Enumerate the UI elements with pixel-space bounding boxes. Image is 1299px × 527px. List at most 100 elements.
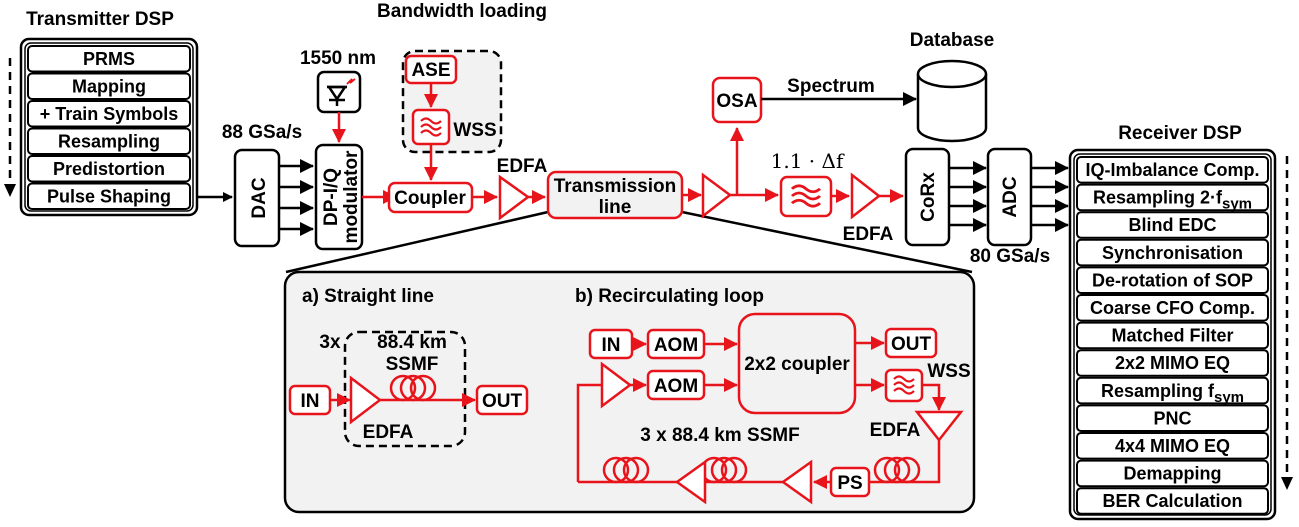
ase-label: ASE bbox=[411, 60, 450, 81]
corx-label: CoRx bbox=[918, 172, 939, 222]
rx-dsp-step-label: Blind EDC bbox=[1129, 215, 1217, 235]
tx-dsp-step-label: Pulse Shaping bbox=[47, 187, 171, 207]
filter-bandwidth-label: 1.1 · Δf bbox=[771, 149, 845, 173]
dp-iq-modulator: DP-I/Q modulator bbox=[314, 143, 364, 251]
osa-block: OSA bbox=[711, 76, 763, 124]
rx-dsp-step-label: 4x4 MIMO EQ bbox=[1115, 436, 1230, 456]
bandwidth-loading: Bandwidth loading ASE WSS bbox=[377, 1, 547, 154]
rx-dsp-step-label: 2x2 MIMO EQ bbox=[1115, 353, 1230, 373]
bandpass-filter: 1.1 · Δf bbox=[771, 149, 845, 218]
straight-in: IN bbox=[301, 391, 320, 412]
laser-diode-icon bbox=[326, 78, 356, 106]
osa-label: OSA bbox=[716, 91, 757, 112]
rx-dsp-step-subscript: sym bbox=[1214, 389, 1244, 406]
loop-in: IN bbox=[602, 335, 621, 356]
spectrum-label: Spectrum bbox=[787, 76, 875, 97]
loop-fiber-label: 3 x 88.4 km SSMF bbox=[640, 425, 799, 446]
rx-dsp-step-label: Demapping bbox=[1123, 464, 1221, 484]
edfa-label: EDFA bbox=[497, 156, 548, 177]
tx-dsp-step: + Train Symbols bbox=[27, 100, 191, 128]
loop-wss-label: WSS bbox=[927, 361, 970, 382]
rx-dsp-step: Resampling fsym bbox=[1076, 376, 1269, 406]
tx-dsp-step-label: PRMS bbox=[83, 49, 135, 69]
recirculating-loop-config: b) Recirculating loop IN AOM AOM 2x2 cou… bbox=[575, 286, 971, 505]
rx-dsp-step-subscript: sym bbox=[1222, 196, 1252, 213]
laser-wavelength: 1550 nm bbox=[300, 48, 376, 69]
adc-block: ADC 80 GSa/s bbox=[970, 147, 1050, 267]
corx-to-adc-lanes bbox=[949, 161, 987, 232]
loop-edfa-label: EDFA bbox=[870, 420, 921, 441]
tx-dsp-step: PRMS bbox=[27, 45, 191, 73]
dac-label: DAC bbox=[249, 177, 270, 218]
transmission-line-block[interactable]: Transmission line bbox=[546, 170, 684, 220]
rx-dsp-step-label: PNC bbox=[1153, 408, 1191, 428]
coupler-block: Coupler bbox=[387, 181, 474, 214]
loop-coupler-label: 2x2 coupler bbox=[744, 354, 850, 375]
transmitter-dsp-title: Transmitter DSP bbox=[26, 9, 174, 30]
tx-dsp-step-label: Mapping bbox=[72, 77, 146, 97]
loop-title: b) Recirculating loop bbox=[575, 286, 764, 307]
receiver-dsp: Receiver DSP IQ-Imbalance Comp.Resamplin… bbox=[1068, 123, 1293, 521]
rx-dsp-step: 2x2 MIMO EQ bbox=[1076, 349, 1269, 377]
loop-out: OUT bbox=[891, 334, 932, 355]
straight-edfa: EDFA bbox=[363, 422, 414, 443]
rx-dsp-step-label: De-rotation of SOP bbox=[1092, 270, 1253, 290]
coherent-receiver: CoRx bbox=[904, 147, 951, 247]
database: Database bbox=[910, 30, 995, 143]
edfa-preamp bbox=[701, 172, 733, 219]
wss-label: WSS bbox=[453, 120, 496, 141]
span-repeat-count: 3x bbox=[319, 332, 341, 353]
straight-line-title: a) Straight line bbox=[302, 286, 434, 307]
rx-dsp-step: Resampling 2·fsym bbox=[1076, 183, 1269, 213]
tx-dsp-step: Predistortion bbox=[27, 155, 191, 183]
rx-dsp-step: 4x4 MIMO EQ bbox=[1076, 432, 1269, 460]
tx-dsp-step: Resampling bbox=[27, 127, 191, 155]
modulator-label-2: modulator bbox=[341, 150, 362, 243]
rx-dsp-step: Blind EDC bbox=[1076, 211, 1269, 239]
loop-edfa-3 bbox=[780, 459, 813, 505]
transmission-line-label-1: Transmission bbox=[554, 176, 677, 197]
rx-dsp-step: De-rotation of SOP bbox=[1076, 266, 1269, 294]
dac-block: 88 GSa/s DAC bbox=[222, 122, 302, 248]
straight-line-config: a) Straight line 3x 88.4 km SSMF IN EDFA… bbox=[288, 286, 529, 448]
straight-out: OUT bbox=[482, 391, 523, 412]
modulator-label-1: DP-I/Q bbox=[321, 168, 342, 226]
rx-dsp-step: BER Calculation bbox=[1076, 487, 1269, 515]
rx-dsp-step-label: BER Calculation bbox=[1102, 491, 1242, 511]
coupler-label: Coupler bbox=[394, 188, 466, 209]
transmission-line-label-2: line bbox=[599, 197, 632, 218]
span-length: 88.4 km bbox=[377, 332, 447, 353]
bandwidth-loading-title: Bandwidth loading bbox=[377, 1, 547, 22]
loop-aom-1: AOM bbox=[654, 335, 698, 356]
tx-dsp-step-label: Predistortion bbox=[53, 159, 165, 179]
transmitter-dsp: Transmitter DSP PRMS Mapping + Train Symbo… bbox=[4, 9, 199, 217]
tx-dsp-step: Mapping bbox=[27, 72, 191, 100]
rx-dsp-step: Matched Filter bbox=[1076, 321, 1269, 350]
loop-edfa-2 bbox=[914, 410, 964, 443]
rx-dsp-step: IQ-Imbalance Comp. bbox=[1076, 156, 1269, 184]
rx-dsp-step: PNC bbox=[1076, 404, 1269, 432]
loop-aom-2: AOM bbox=[654, 376, 698, 397]
adc-label: ADC bbox=[1000, 176, 1021, 217]
dac-to-modulator-lanes bbox=[279, 159, 314, 236]
tx-dsp-step-label: Resampling bbox=[58, 132, 160, 152]
tx-dsp-step-label: + Train Symbols bbox=[40, 104, 179, 124]
loop-ps-label: PS bbox=[837, 473, 862, 494]
transmission-line-detail: a) Straight line 3x 88.4 km SSMF IN EDFA… bbox=[283, 270, 976, 514]
edfa-booster: EDFA bbox=[497, 156, 548, 221]
fiber-type: SSMF bbox=[386, 354, 439, 375]
database-label: Database bbox=[910, 30, 995, 51]
laser-source: 1550 nm bbox=[300, 48, 376, 114]
rx-dsp-step: Demapping bbox=[1076, 459, 1269, 488]
rx-dsp-step: Coarse CFO Comp. bbox=[1076, 294, 1269, 322]
database-icon bbox=[916, 59, 988, 89]
receiver-dsp-title: Receiver DSP bbox=[1118, 123, 1242, 144]
rx-dsp-step-label: Synchronisation bbox=[1102, 243, 1243, 263]
edfa-receiver: EDFA bbox=[843, 172, 894, 245]
adc-rate: 80 GSa/s bbox=[970, 246, 1050, 267]
loop-edfa-4 bbox=[674, 459, 707, 505]
tx-dsp-step: Pulse Shaping bbox=[27, 182, 191, 210]
rx-dsp-step-label: Coarse CFO Comp. bbox=[1090, 298, 1255, 318]
dac-rate: 88 GSa/s bbox=[222, 122, 302, 143]
